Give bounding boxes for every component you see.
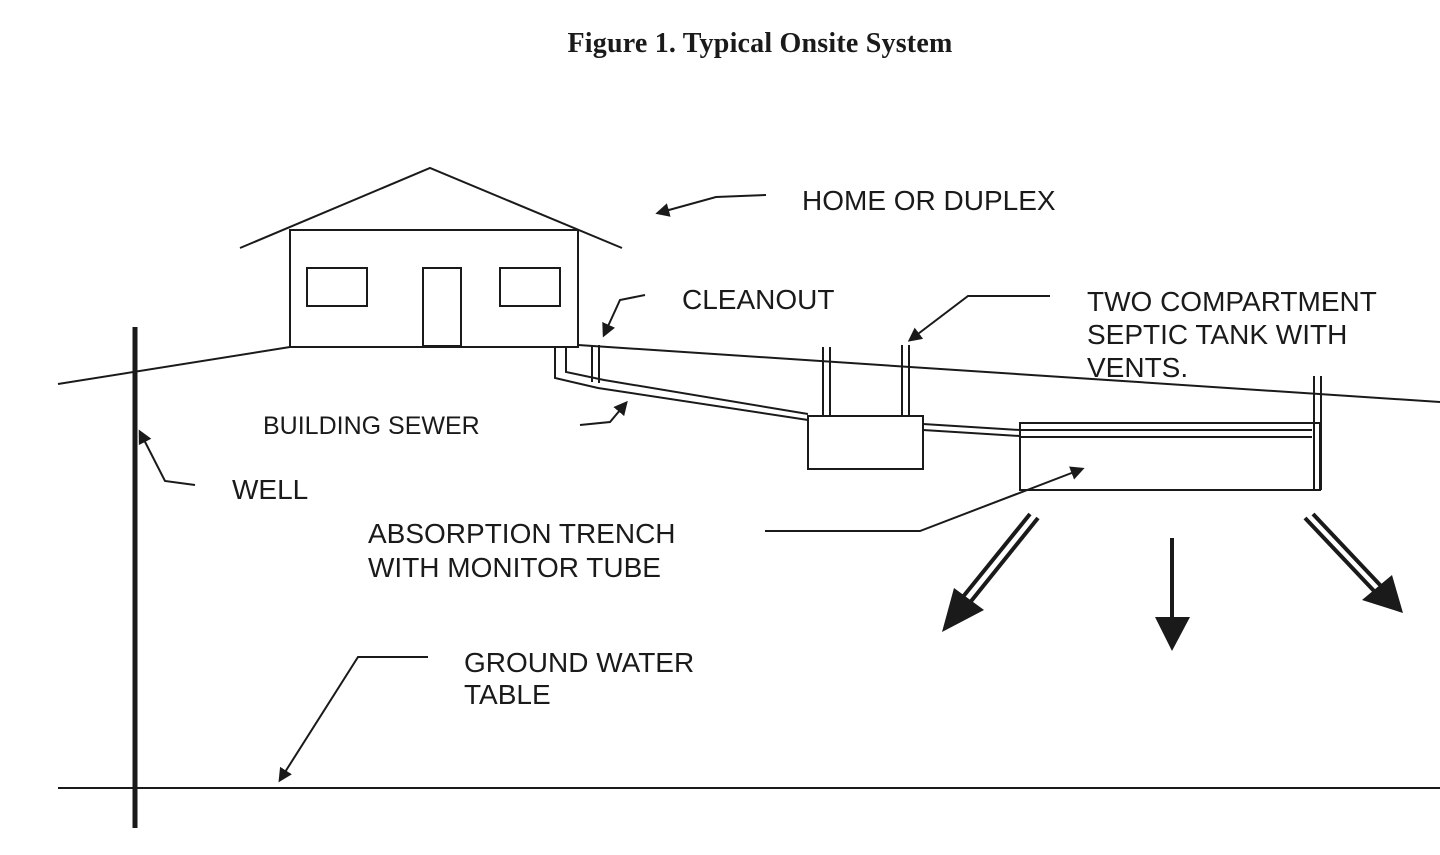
percolation-arrow-left bbox=[942, 512, 1040, 632]
percolation-arrow-right bbox=[1303, 512, 1403, 613]
tank-leader-arrow bbox=[907, 295, 1050, 342]
tank-label-line2: SEPTIC TANK WITH bbox=[1087, 319, 1347, 350]
house-roof bbox=[239, 166, 623, 249]
groundwater-leader-arrow bbox=[278, 656, 428, 783]
monitor-tube bbox=[1313, 376, 1322, 490]
groundwater-label-line1: GROUND WATER bbox=[464, 647, 694, 678]
cleanout-riser bbox=[591, 345, 600, 383]
absorption-trench bbox=[1019, 422, 1321, 491]
house-window-right bbox=[499, 267, 561, 307]
house-body bbox=[289, 229, 579, 348]
trench-label-line1: ABSORPTION TRENCH bbox=[368, 518, 676, 549]
sewer-leader-arrow bbox=[579, 400, 628, 426]
tank-to-trench-pipe bbox=[922, 423, 1021, 437]
well-leader-arrow bbox=[138, 429, 196, 486]
septic-tank bbox=[807, 415, 924, 470]
tank-label-line1: TWO COMPARTMENT bbox=[1087, 286, 1377, 317]
septic-tank-vent-right bbox=[901, 345, 910, 416]
house-window-left bbox=[306, 267, 368, 307]
trench-distribution-pipe bbox=[1020, 429, 1312, 438]
house bbox=[239, 166, 623, 348]
cleanout-leader-arrow bbox=[602, 294, 646, 338]
cleanout-label: CLEANOUT bbox=[682, 284, 834, 315]
building-sewer-pipe bbox=[554, 347, 809, 421]
home-label: HOME OR DUPLEX bbox=[802, 185, 1056, 216]
trench-leader-arrow bbox=[765, 466, 1085, 532]
groundwater-label-line2: TABLE bbox=[464, 679, 551, 710]
figure-title: Figure 1. Typical Onsite System bbox=[567, 28, 953, 59]
home-leader-arrow bbox=[655, 194, 767, 217]
ground-surface-right bbox=[577, 344, 1440, 403]
trench-label-line2: WITH MONITOR TUBE bbox=[368, 552, 661, 583]
ground-surface-left bbox=[57, 346, 291, 385]
well-label: WELL bbox=[232, 474, 308, 505]
septic-tank-vent-left bbox=[822, 347, 831, 416]
sewer-label: BUILDING SEWER bbox=[263, 412, 480, 440]
percolation-arrow-down bbox=[1155, 538, 1190, 651]
tank-label-line3: VENTS. bbox=[1087, 352, 1188, 383]
house-door bbox=[422, 267, 462, 347]
